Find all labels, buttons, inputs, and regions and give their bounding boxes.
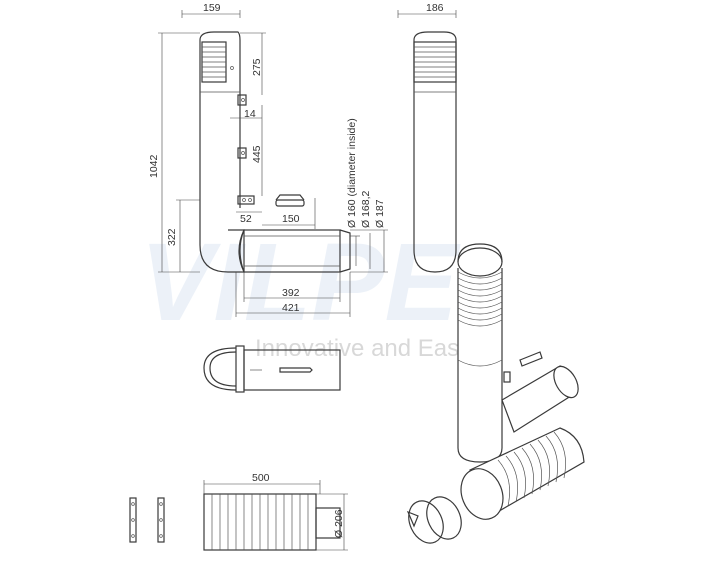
flexible-hose	[203, 493, 341, 551]
dim-dia-187: Ø 187	[374, 199, 386, 228]
watermark-logo: VILPE	[140, 221, 461, 344]
isometric-assembly	[406, 243, 585, 544]
dim-dia-206: Ø 206	[333, 509, 345, 538]
dim-14: 14	[244, 108, 256, 120]
dim-dia-160: Ø 160 (diameter inside)	[346, 118, 358, 228]
front-view-dimensions: 186	[397, 2, 457, 18]
dim-159: 159	[203, 2, 221, 14]
side-view-vent-pipe	[199, 31, 351, 273]
side-view-dimensions: 159 1042 322 275 14 445 52 150 392	[148, 2, 388, 317]
front-view-vent-pipe	[413, 31, 457, 273]
dim-1042: 1042	[148, 154, 160, 178]
dim-322: 322	[166, 228, 178, 246]
mounting-strips	[129, 497, 165, 543]
dim-52: 52	[240, 213, 252, 225]
dim-275: 275	[251, 58, 263, 76]
dim-392: 392	[282, 287, 300, 299]
watermark-tagline: Innovative and Easy	[255, 335, 471, 362]
dim-150: 150	[282, 213, 300, 225]
dim-186: 186	[426, 2, 444, 14]
top-view-outlet	[203, 345, 341, 393]
dim-421: 421	[282, 302, 300, 314]
dim-500: 500	[252, 472, 270, 484]
dim-dia-168: Ø 168,2	[360, 190, 372, 228]
dim-445: 445	[251, 145, 263, 163]
hose-dimensions: 500 Ø 206	[203, 472, 348, 551]
